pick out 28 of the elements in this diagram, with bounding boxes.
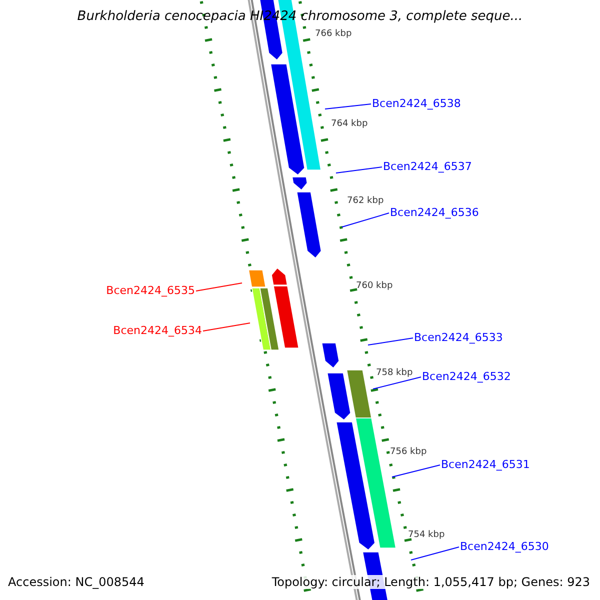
scale-label: 756 kbp xyxy=(390,447,427,458)
scale-label: 760 kbp xyxy=(356,281,393,292)
leader-line xyxy=(410,546,460,560)
leader-line xyxy=(324,104,372,110)
accession-text: Accession: NC_008544 xyxy=(8,575,144,589)
leader-line xyxy=(202,322,250,332)
leader-line xyxy=(342,212,390,228)
map-title: Burkholderia cenocepacia HI2424 chromosome 3, complete seque... xyxy=(76,9,524,24)
gene-label: Bcen2424_6530 xyxy=(460,540,549,553)
leader-line xyxy=(196,282,242,292)
genome-info-text: Topology: circular; Length: 1,055,417 bp; Genes: 923 xyxy=(272,575,590,589)
leader-line xyxy=(372,376,422,390)
gene-label: Bcen2424_6534 xyxy=(113,324,202,337)
gene-label: Bcen2424_6535 xyxy=(106,284,195,297)
gene-label: Bcen2424_6531 xyxy=(441,458,530,471)
leader-line xyxy=(392,464,440,478)
gene-label: Bcen2424_6537 xyxy=(383,160,472,173)
scale-label: 764 kbp xyxy=(331,119,368,130)
leader-line xyxy=(368,338,414,346)
scale-label: 754 kbp xyxy=(408,530,445,541)
leader-line xyxy=(336,166,382,174)
gene-label: Bcen2424_6533 xyxy=(414,331,503,344)
scale-label: 762 kbp xyxy=(347,196,384,207)
scale-label: 758 kbp xyxy=(376,368,413,379)
gene-label: Bcen2424_6538 xyxy=(372,97,461,110)
scale-label: 766 kbp xyxy=(315,29,352,40)
gene-label: Bcen2424_6536 xyxy=(390,206,479,219)
gene-label: Bcen2424_6532 xyxy=(422,370,511,383)
